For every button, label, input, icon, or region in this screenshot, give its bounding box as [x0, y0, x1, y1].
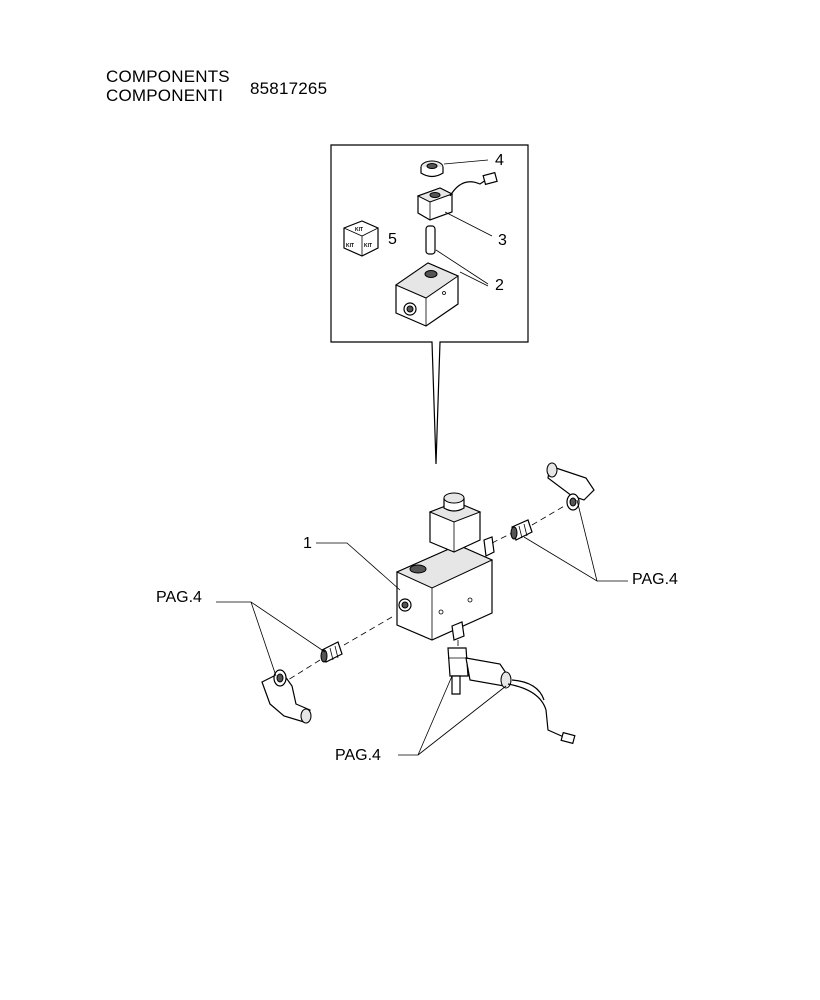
part-number: 85817265	[250, 79, 328, 98]
page-ref-bottom: PAG.4	[335, 747, 381, 764]
leader-line-right	[523, 499, 628, 582]
callout-4: 4	[495, 152, 504, 169]
detail-callout-box	[330, 144, 529, 465]
callout-1: 1	[303, 535, 312, 552]
kit-label-top: KIT	[355, 227, 363, 233]
leader-line-left	[216, 601, 326, 677]
page-ref-right: PAG.4	[632, 571, 678, 588]
cap-nut-part	[420, 160, 444, 178]
leader-line-1	[316, 542, 401, 591]
leader-line-2	[435, 249, 489, 287]
leader-line-4	[443, 159, 489, 165]
valve-stem-part	[425, 225, 436, 255]
solenoid-coil-part	[416, 171, 498, 221]
right-fitting-group	[491, 462, 595, 544]
leader-line-bottom	[398, 675, 507, 756]
header-title-english: COMPONENTS	[106, 67, 230, 86]
page-ref-left: PAG.4	[156, 589, 202, 606]
kit-box-icon: KIT KIT KIT	[343, 220, 379, 257]
left-fitting-group	[261, 616, 393, 724]
valve-assembly-main	[395, 492, 495, 641]
kit-label-right: KIT	[364, 243, 372, 249]
header-title-italian: COMPONENTI	[106, 86, 224, 105]
valve-body-part	[394, 262, 460, 327]
callout-3: 3	[498, 232, 507, 249]
kit-label-left: KIT	[346, 243, 354, 249]
callout-5: 5	[388, 231, 397, 248]
callout-2: 2	[495, 277, 504, 294]
leader-line-3	[444, 211, 493, 237]
bottom-sensor-group	[447, 640, 576, 745]
